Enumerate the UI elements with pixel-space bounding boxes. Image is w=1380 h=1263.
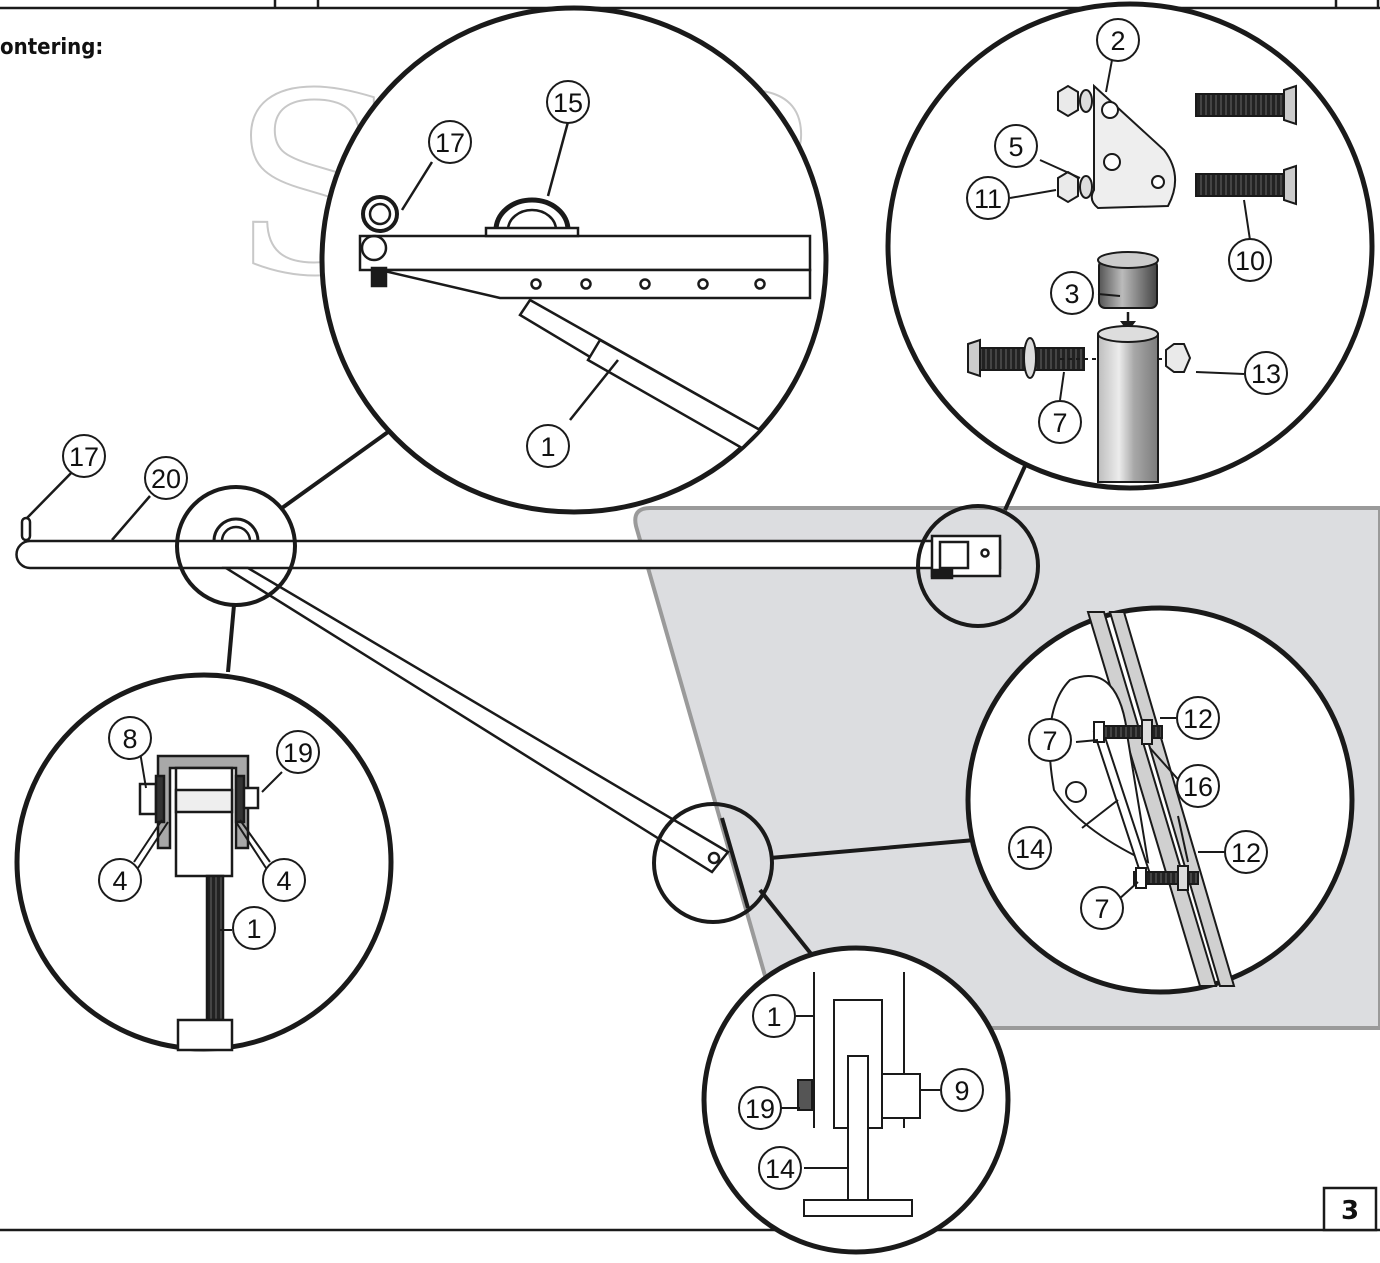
callout-label: 5 [1008,132,1023,162]
callout-label: 17 [69,442,99,472]
callout-label: 17 [435,128,465,158]
main-assembly [15,465,1002,909]
detail-top-right [885,1,1375,491]
diagonal-strut [221,566,730,874]
callout-label: 1 [766,1002,781,1032]
callout-label: 10 [1235,246,1265,276]
callout-label: 4 [112,866,127,896]
callout-label: 20 [151,464,181,494]
callout-label: 1 [540,432,555,462]
horizontal-bar [15,539,1002,570]
callout-label: 9 [954,1076,969,1106]
callout-label: 14 [765,1154,795,1184]
main-detail-circles [175,485,1040,924]
detail-right [965,605,1355,995]
callout-label: 7 [1094,894,1109,924]
leader-lines [226,430,1032,957]
detail-bottom-left [14,672,394,1052]
callout-label: 7 [1042,726,1057,756]
callout-label: 13 [1251,359,1281,389]
callout-label: 19 [745,1094,775,1124]
callout-label: 3 [1064,279,1079,309]
callout-label: 8 [122,724,137,754]
callout-label: 11 [974,184,1002,214]
page-number: 3 [1341,1196,1359,1226]
callout-labels: 17 15 1 2 5 11 10 3 13 7 17 20 8 19 4 4 … [69,26,1281,1184]
section-heading: ontering: [0,35,103,60]
callout-label: 12 [1231,838,1261,868]
callout-label: 19 [283,738,313,768]
callout-label: 15 [553,88,583,118]
page-number-box [1322,1186,1378,1232]
callouts [62,18,1288,1190]
callout-label: 4 [276,866,291,896]
callout-label: 7 [1052,408,1067,438]
callout-label: 1 [246,914,261,944]
callout-label: 2 [1110,26,1125,56]
callout-label: 12 [1183,704,1213,734]
callout-label: 14 [1015,834,1045,864]
callout-label: 16 [1183,772,1213,802]
